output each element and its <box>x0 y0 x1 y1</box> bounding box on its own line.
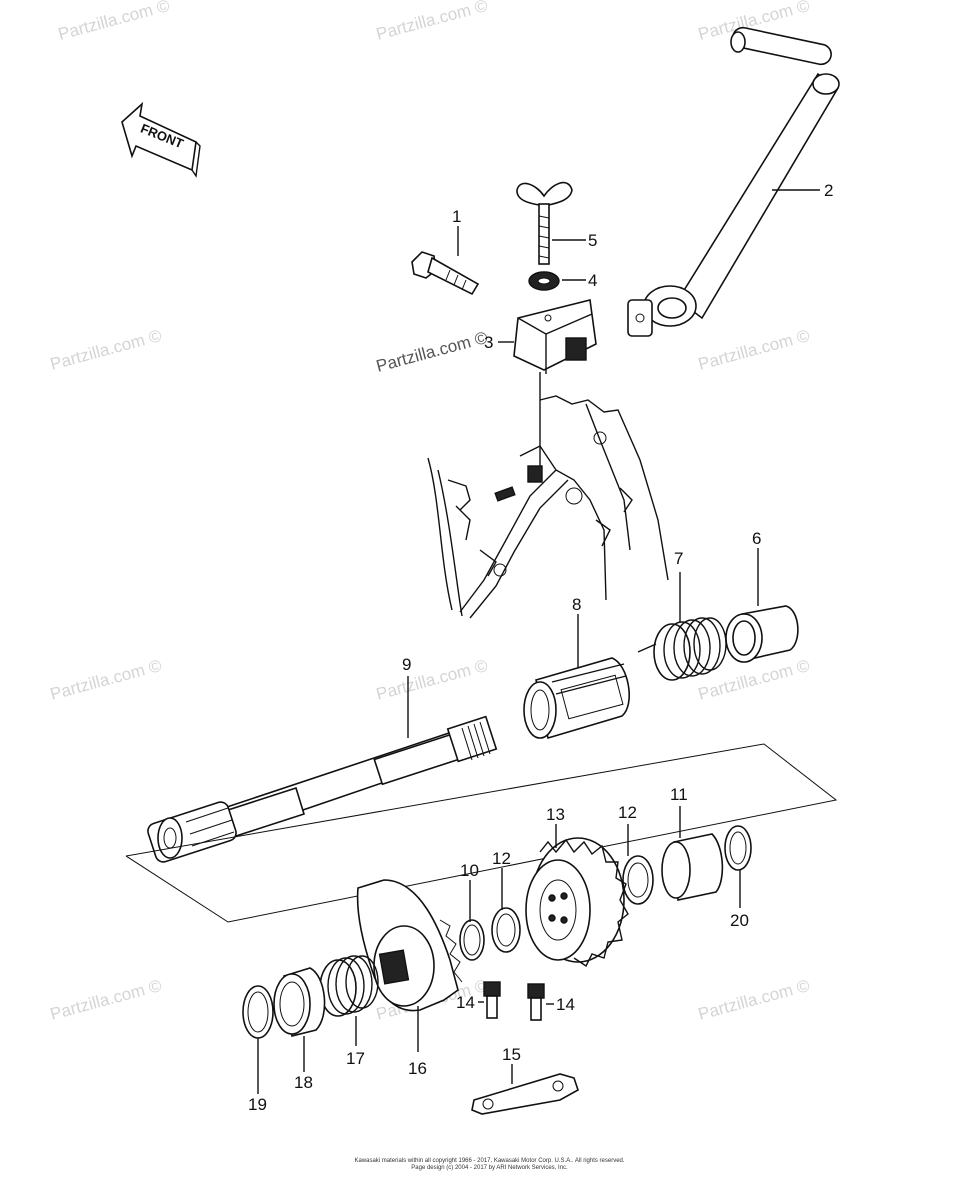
washer <box>528 271 560 291</box>
watermark: Partzilla.com © <box>56 0 172 44</box>
watermark: Partzilla.com © <box>696 326 812 374</box>
callout-2: 2 <box>824 181 833 200</box>
callout-17: 17 <box>346 1049 365 1068</box>
callout-6: 6 <box>752 529 761 548</box>
collar <box>661 833 724 901</box>
spring <box>637 617 727 681</box>
watermark: Partzilla.com © <box>48 656 164 704</box>
leader-lines <box>257 189 820 1094</box>
copyright-line-2: Page design (c) 2004 - 2017 by ARI Netwo… <box>411 1165 568 1171</box>
bushing <box>725 605 799 663</box>
frame-section <box>427 395 669 619</box>
callout-10: 10 <box>460 861 479 880</box>
callout-4: 4 <box>588 271 597 290</box>
circlip-middle <box>459 919 485 961</box>
callout-9: 9 <box>402 655 411 674</box>
callout-5: 5 <box>588 231 597 250</box>
callout-3: 3 <box>484 333 493 352</box>
watermark: Partzilla.com © <box>48 326 164 374</box>
callout-7: 7 <box>674 549 683 568</box>
sleeve <box>523 657 630 740</box>
callout-19: 19 <box>248 1095 267 1114</box>
callout-12a: 12 <box>618 803 637 822</box>
copyright-notice: Kawasaki materials within all copyright … <box>0 1158 979 1172</box>
callout-14a: 14 <box>456 993 475 1012</box>
large-washer <box>273 967 326 1037</box>
callout-18: 18 <box>294 1073 313 1092</box>
callout-13: 13 <box>546 805 565 824</box>
kick-gear <box>525 837 629 968</box>
circlip-right <box>724 825 752 871</box>
bolt-left <box>483 981 501 1019</box>
washer-left <box>491 907 521 953</box>
ratchet-spring <box>319 955 379 1017</box>
watermark: Partzilla.com © <box>48 976 164 1024</box>
callout-1: 1 <box>452 207 461 226</box>
watermark: Partzilla.com © <box>696 656 812 704</box>
callout-20: 20 <box>730 911 749 930</box>
callout-8: 8 <box>572 595 581 614</box>
watermark: Partzilla.com © <box>374 656 490 704</box>
callout-11: 11 <box>670 785 688 804</box>
callout-14b: 14 <box>556 995 575 1014</box>
copyright-line-1: Kawasaki materials within all copyright … <box>354 1158 625 1164</box>
kick-pedal-arm <box>627 26 840 337</box>
watermark: Partzilla.com © <box>374 0 490 44</box>
watermark-center: Partzilla.com © <box>374 328 490 376</box>
guide-plate <box>471 1073 579 1115</box>
front-arrow-icon: FRONT <box>121 101 201 178</box>
watermark: Partzilla.com © <box>696 976 812 1024</box>
wing-bolt <box>516 181 573 265</box>
callout-16: 16 <box>408 1059 427 1078</box>
callout-15: 15 <box>502 1045 521 1064</box>
callout-12b: 12 <box>492 849 511 868</box>
circlip-left <box>242 985 274 1039</box>
washer-right <box>622 855 654 905</box>
kick-shaft <box>147 715 498 863</box>
bracket <box>513 299 597 466</box>
ratchet <box>356 879 463 1012</box>
bolt-right <box>527 983 545 1021</box>
assembly-outline <box>125 743 838 923</box>
hex-bolt <box>411 251 480 296</box>
